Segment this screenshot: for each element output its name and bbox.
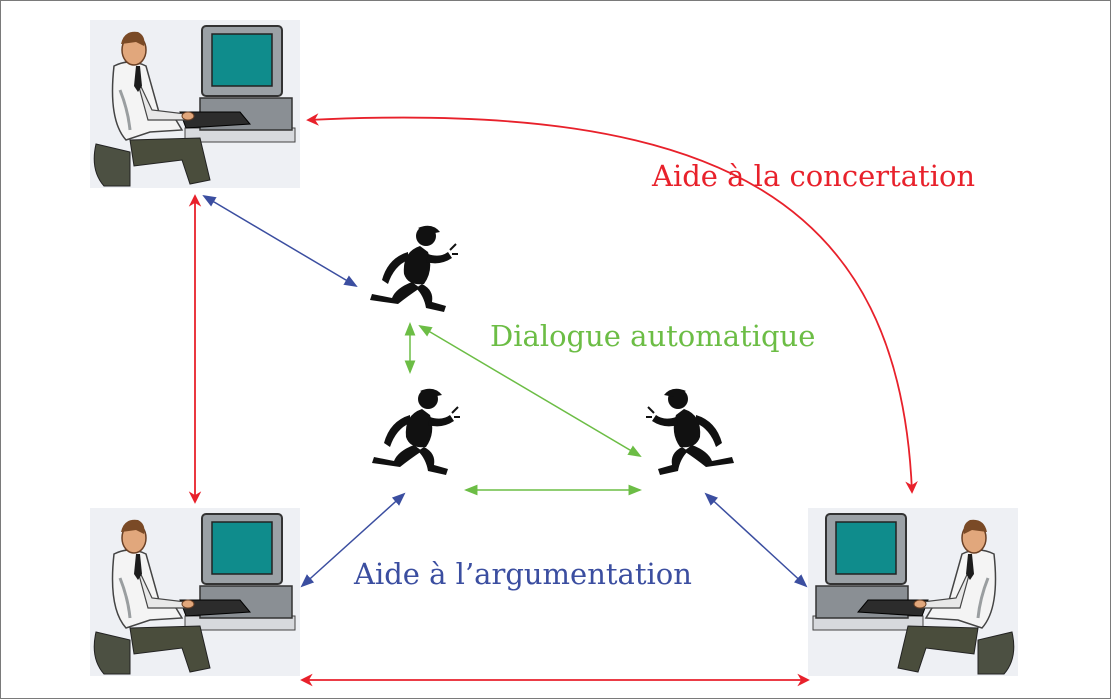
agent-top — [369, 224, 459, 313]
dialogue-arrow-diagonal — [418, 324, 642, 458]
concertation-arrow-curve — [306, 113, 918, 494]
label-concertation: Aide à la concertation — [651, 159, 975, 193]
running-figure-icon — [371, 387, 461, 476]
argumentation-arrow-bottom-left — [300, 492, 406, 588]
argumentation-arrow-bottom-right — [704, 492, 808, 588]
person-at-computer-icon — [88, 506, 302, 678]
person-at-computer-icon — [88, 18, 302, 190]
running-figure-icon — [645, 387, 735, 476]
argumentation-arrow-top — [202, 194, 358, 288]
label-dialogue: Dialogue automatique — [490, 319, 815, 353]
label-argumentation: Aide à l’argumentation — [353, 557, 692, 591]
person-at-computer-icon — [806, 506, 1020, 678]
user-top-left — [88, 18, 302, 190]
agent-right — [645, 387, 735, 476]
user-bottom-right — [806, 506, 1020, 678]
user-bottom-left — [88, 506, 302, 678]
running-figure-icon — [369, 224, 459, 313]
agent-middle-left — [371, 387, 461, 476]
